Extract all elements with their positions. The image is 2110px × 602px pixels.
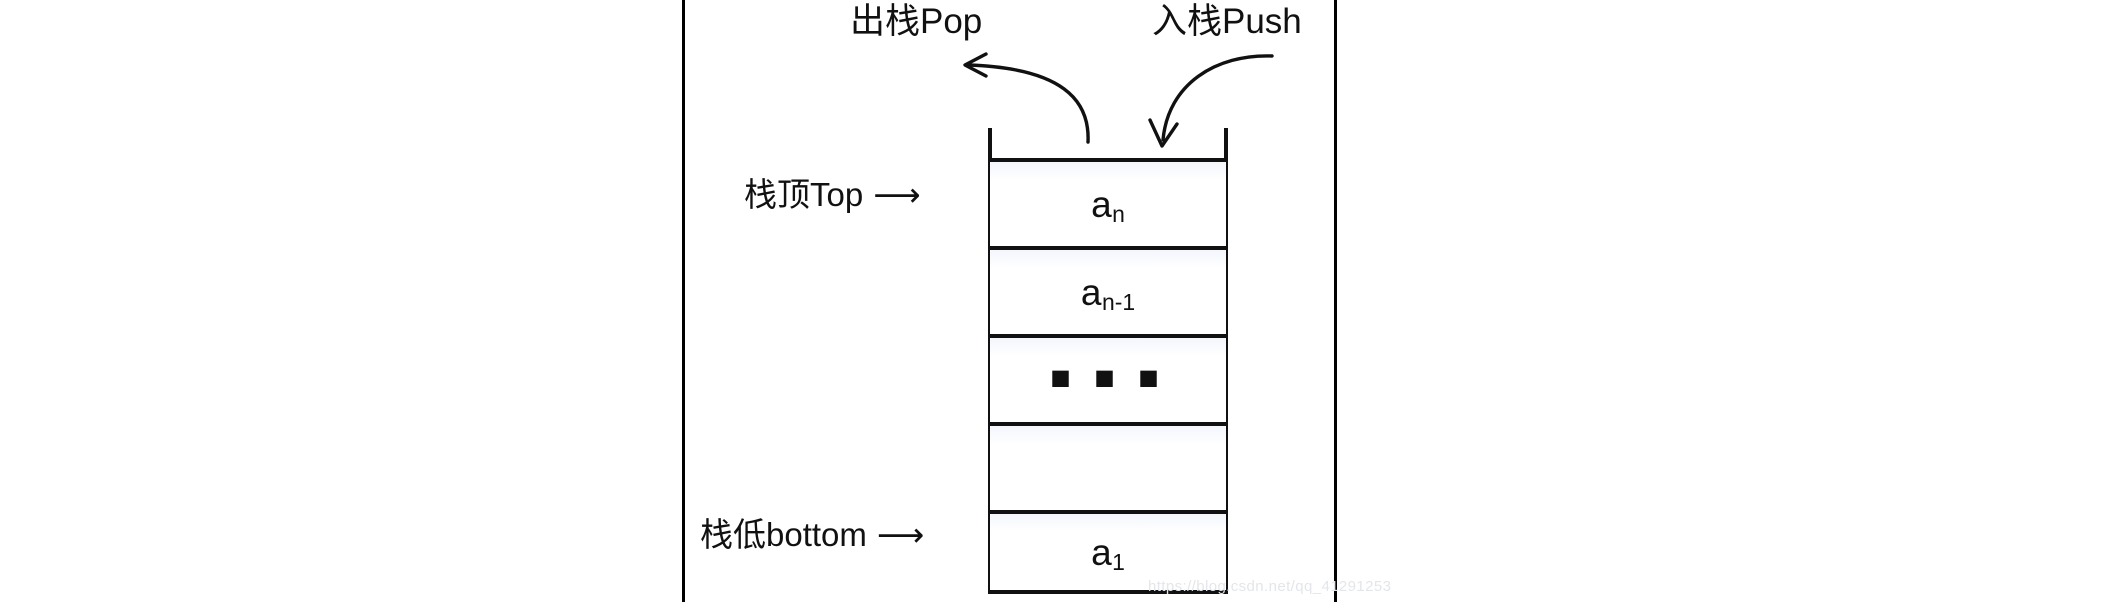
stack-cell-empty xyxy=(990,422,1226,510)
top-pointer-text: 栈顶Top xyxy=(744,176,864,213)
stack-cell-second: an-1 xyxy=(990,246,1226,334)
stack-cell-label: a1 xyxy=(1091,531,1125,575)
pop-arrow-icon xyxy=(963,52,1090,144)
stack-cell-ellipsis: ■ ■ ■ xyxy=(990,334,1226,422)
stack-cell-top: an xyxy=(990,158,1226,246)
push-arrow-icon xyxy=(1148,54,1274,148)
pop-label: 出栈Pop xyxy=(850,2,983,41)
page-rule-left xyxy=(682,0,685,602)
watermark-text: https://blog.csdn.net/qq_41291253 xyxy=(1148,578,1392,595)
stack-cell-bottom: a1 xyxy=(990,510,1226,594)
stack-wall-right xyxy=(1224,128,1228,594)
arrow-right-icon: ⟶ xyxy=(873,176,921,213)
arrow-right-icon: ⟶ xyxy=(876,516,925,553)
stack-cell-label: an xyxy=(1091,183,1125,227)
page-rule-right xyxy=(1334,0,1337,602)
stack-cell-label: an-1 xyxy=(1080,271,1136,315)
top-pointer-label: 栈顶Top ⟶ xyxy=(744,178,921,211)
push-label: 入栈Push xyxy=(1152,2,1302,41)
bottom-pointer-text: 栈低bottom xyxy=(700,516,867,553)
stack-container: an an-1 ■ ■ ■ a1 xyxy=(988,128,1228,594)
bottom-pointer-label: 栈低bottom ⟶ xyxy=(700,518,924,551)
ellipsis-icon: ■ ■ ■ xyxy=(1050,359,1166,397)
